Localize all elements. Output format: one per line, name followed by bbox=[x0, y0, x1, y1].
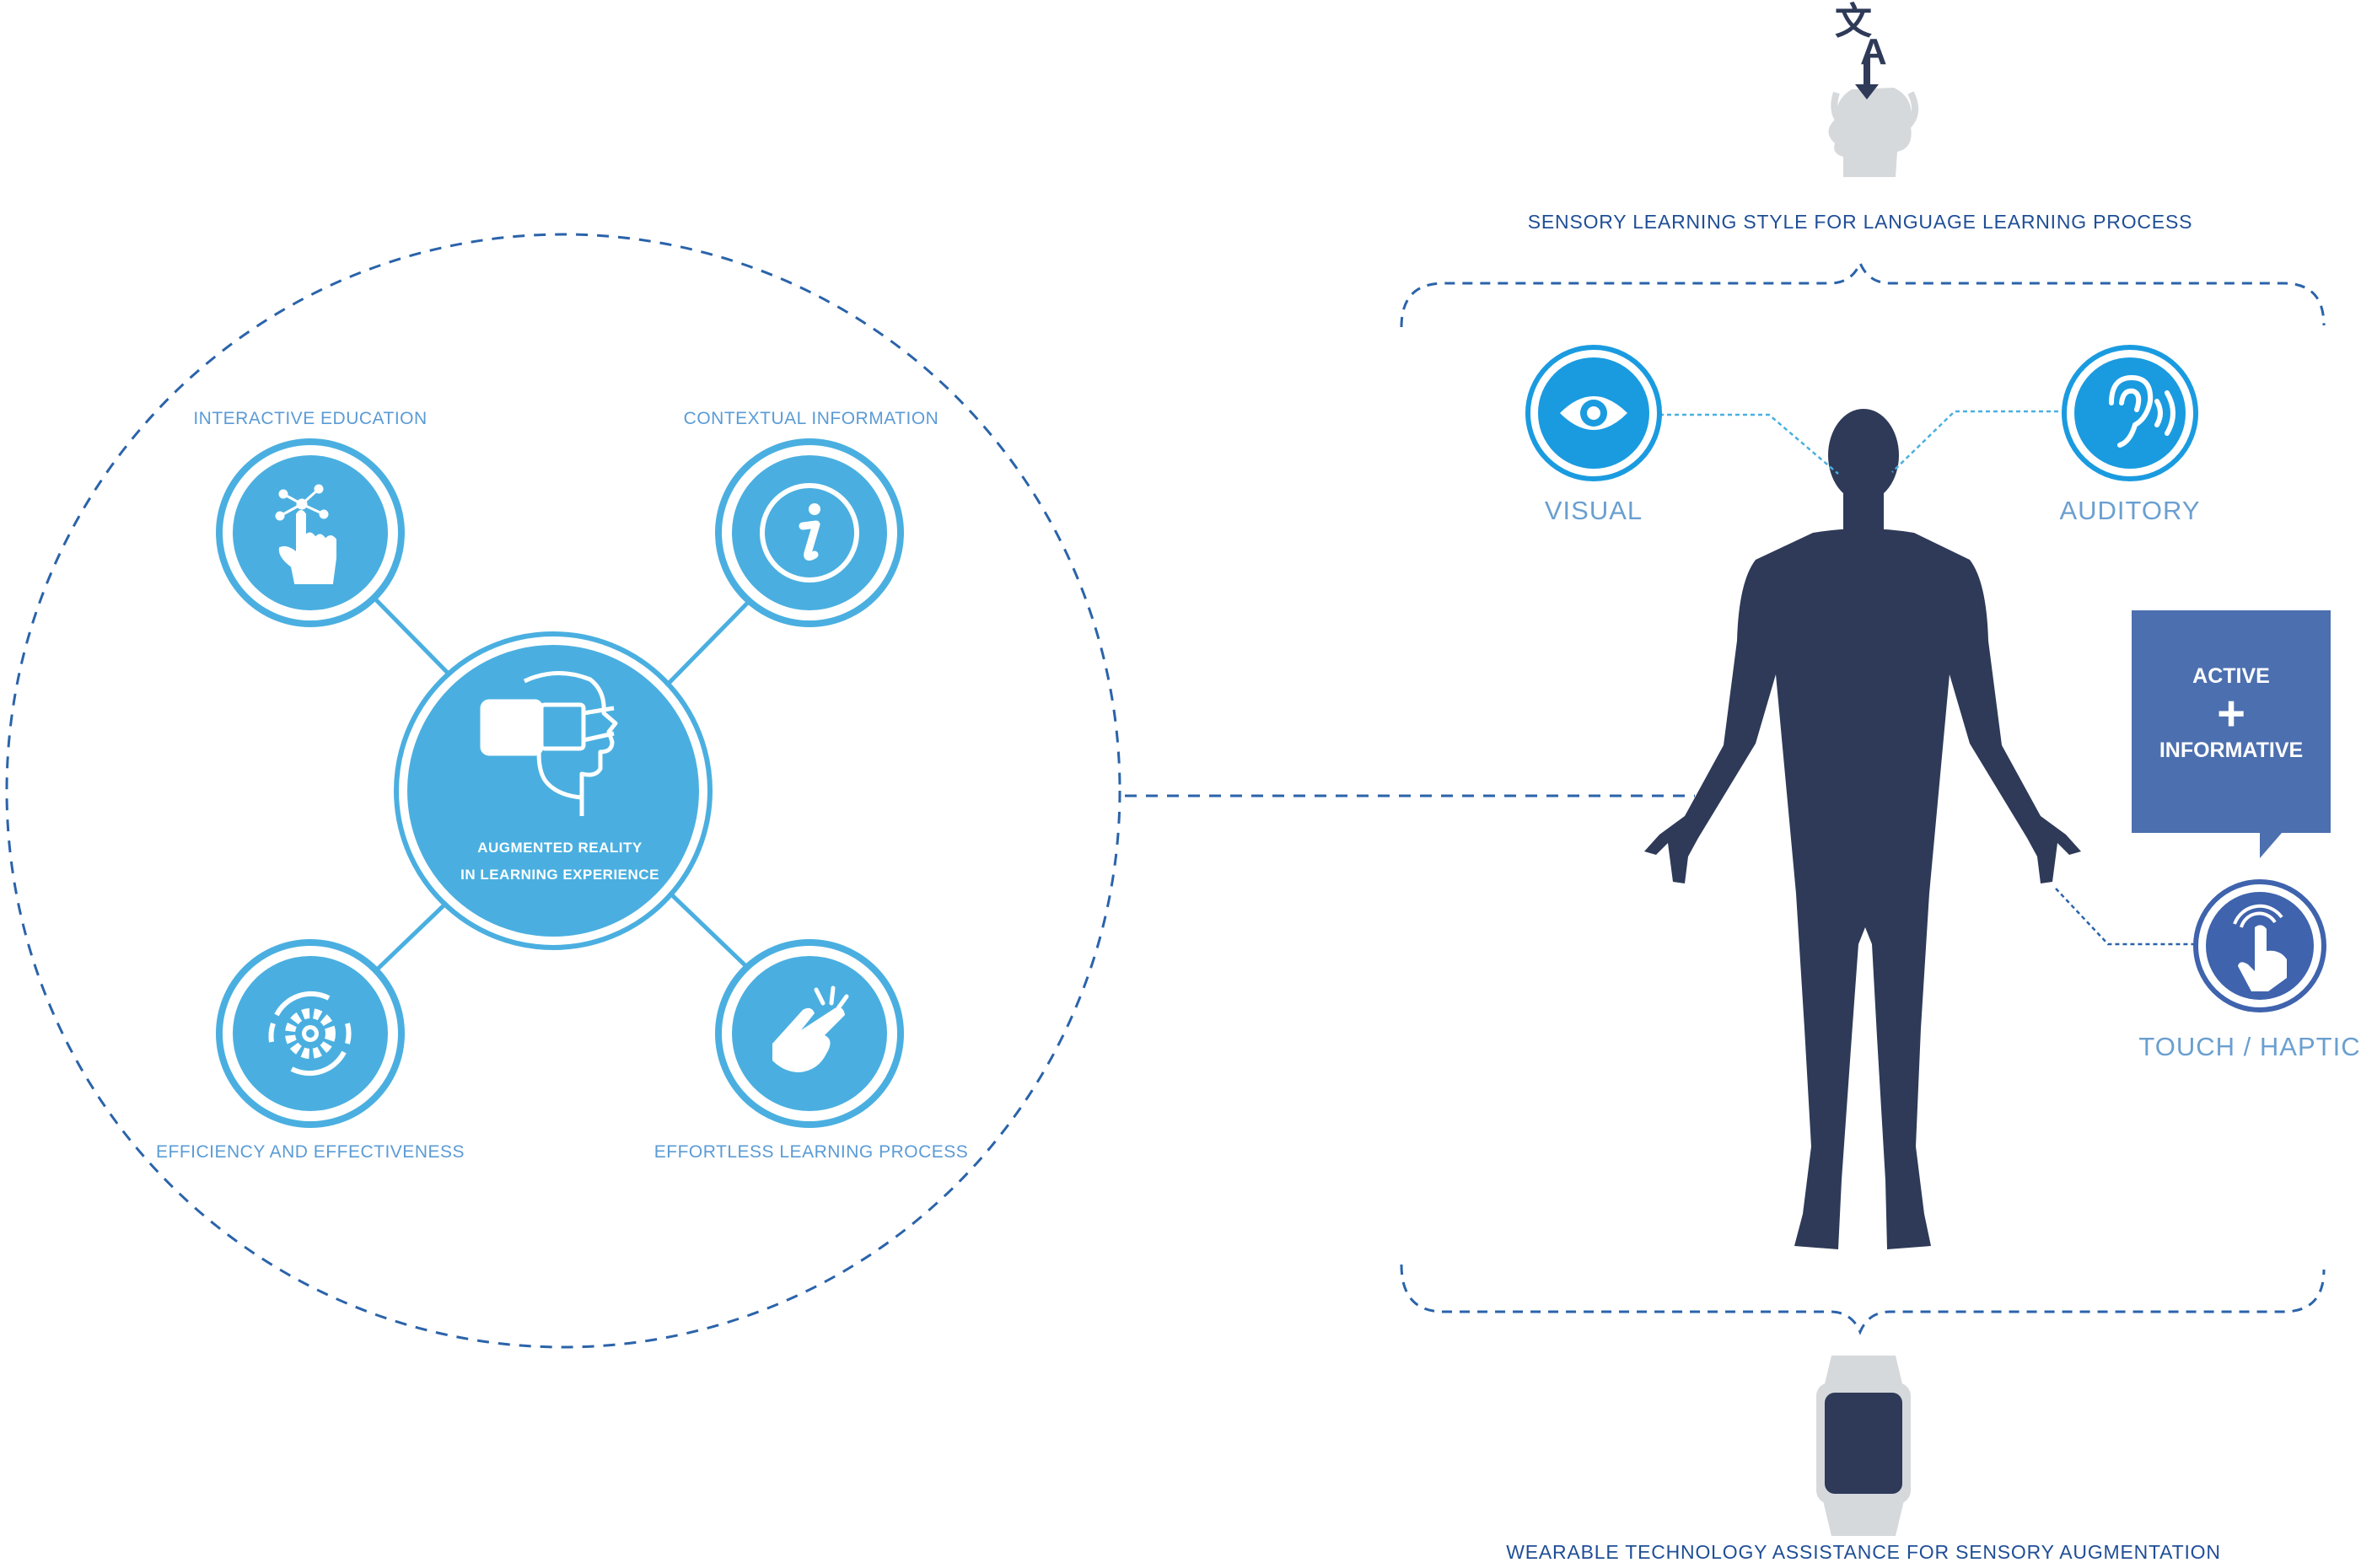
node-contextual-information bbox=[715, 438, 904, 627]
label-efficiency: EFFICIENCY AND EFFECTIVENESS bbox=[155, 1142, 465, 1162]
label-effortless: EFFORTLESS LEARNING PROCESS bbox=[653, 1142, 969, 1162]
vr-headset-icon bbox=[480, 671, 618, 816]
label-contextual-information: CONTEXTUAL INFORMATION bbox=[683, 409, 939, 428]
node-interactive-education bbox=[216, 438, 405, 627]
label-visual: VISUAL bbox=[1544, 496, 1643, 525]
node-efficiency bbox=[216, 939, 405, 1128]
gear-cycle-icon bbox=[268, 991, 352, 1077]
top-caption: SENSORY LEARNING STYLE FOR LANGUAGE LEAR… bbox=[1527, 211, 2193, 233]
auditory-sense bbox=[2062, 345, 2198, 481]
center-label-line2: IN LEARNING EXPERIENCE bbox=[460, 867, 659, 883]
bottom-brace bbox=[1400, 1264, 2326, 1335]
snap-fingers-icon bbox=[772, 985, 849, 1072]
label-interactive-education: INTERACTIVE EDUCATION bbox=[193, 409, 428, 428]
info-icon bbox=[760, 483, 859, 583]
bubble-tail bbox=[2260, 833, 2282, 858]
center-node bbox=[394, 631, 713, 950]
translate-head-icon: 文 A bbox=[1828, 1, 1919, 177]
bubble-line-informative: INFORMATIVE bbox=[2159, 738, 2304, 762]
svg-text:文: 文 bbox=[1835, 1, 1872, 42]
label-auditory: AUDITORY bbox=[2059, 496, 2201, 525]
touch-connector bbox=[2055, 888, 2196, 946]
smartwatch-icon bbox=[1816, 1356, 1911, 1536]
ear-icon bbox=[2109, 374, 2175, 448]
human-body-icon bbox=[1644, 409, 2081, 1249]
bubble-plus: + bbox=[2217, 686, 2245, 741]
touch-hand-icon bbox=[275, 484, 336, 584]
touch-sense bbox=[2193, 879, 2326, 1012]
active-informative-bubble: ACTIVE + INFORMATIVE bbox=[2132, 610, 2331, 833]
bubble-line-active: ACTIVE bbox=[2192, 664, 2270, 688]
label-touch-haptic: TOUCH / HAPTIC bbox=[2138, 1032, 2361, 1061]
eye-icon bbox=[1560, 396, 1627, 430]
outer-dashed-circle bbox=[5, 233, 1121, 1349]
node-effortless bbox=[715, 939, 904, 1128]
top-brace bbox=[1400, 260, 2326, 328]
visual-sense bbox=[1525, 345, 1662, 481]
bottom-caption: WEARABLE TECHNOLOGY ASSISTANCE FOR SENSO… bbox=[1506, 1541, 2221, 1563]
visual-connector bbox=[1659, 413, 1839, 475]
center-label-line1: AUGMENTED REALITY bbox=[477, 840, 643, 856]
touch-finger-icon bbox=[2233, 904, 2287, 991]
svg-text:A: A bbox=[1860, 31, 1887, 72]
auditory-connector bbox=[1891, 410, 2066, 473]
